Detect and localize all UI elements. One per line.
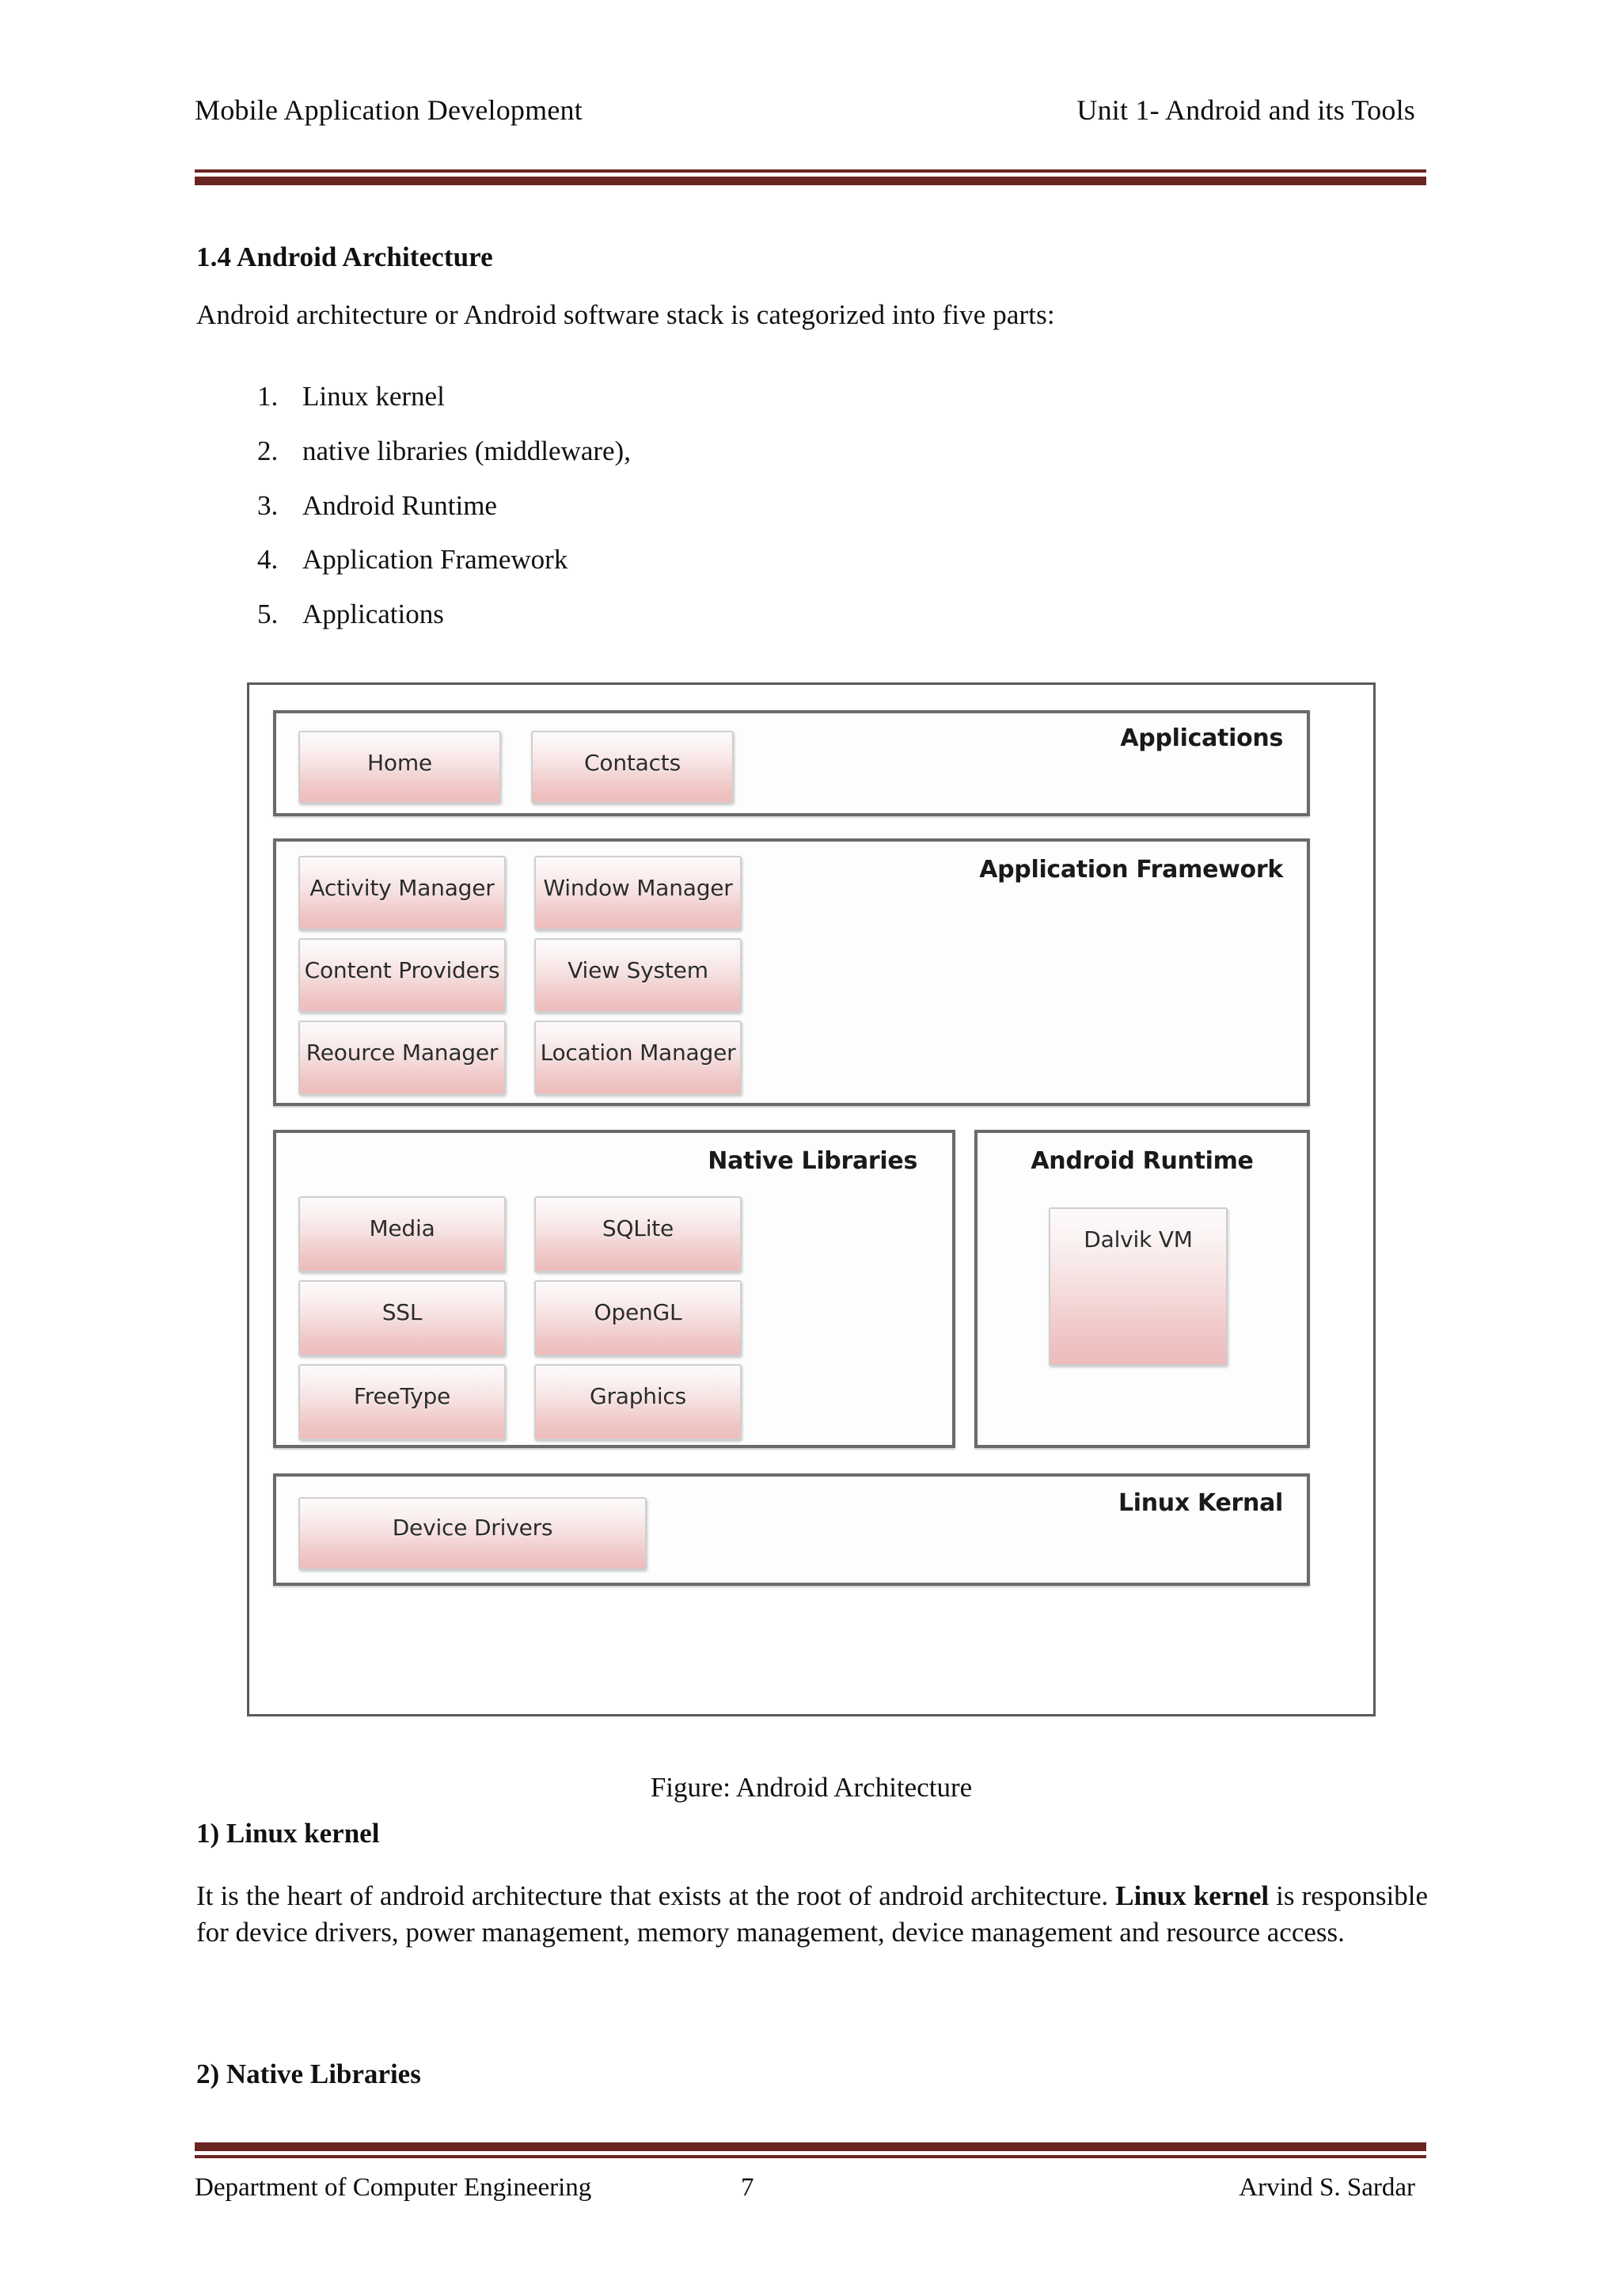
- module-label: View System: [568, 957, 708, 983]
- layer-android-runtime: Android Runtime Dalvik VM: [974, 1130, 1310, 1448]
- android-parts-list: Linux kernel native libraries (middlewar…: [237, 382, 631, 654]
- module-label: Activity Manager: [309, 875, 495, 901]
- list-item: native libraries (middleware),: [285, 435, 631, 466]
- footer-rule-thin-line: [195, 2155, 1426, 2158]
- page-title: 1.4 Android Architecture: [196, 241, 493, 272]
- module-label: Content Providers: [304, 957, 500, 983]
- footer-rule: [195, 2142, 1426, 2158]
- android-architecture-diagram: Applications Home Contacts Application F…: [247, 682, 1376, 1716]
- module-label: SQLite: [602, 1215, 674, 1241]
- intro-paragraph: Android architecture or Android software…: [196, 299, 1055, 330]
- module-view-system: View System: [534, 938, 742, 1013]
- subheading-linux-kernel: 1) Linux kernel: [196, 1818, 380, 1849]
- paragraph-text-part-1: It is the heart of android architecture …: [196, 1880, 1116, 1911]
- module-content-providers: Content Providers: [298, 938, 506, 1013]
- header-rule-thick-line: [195, 177, 1426, 185]
- page-number: 7: [741, 2173, 754, 2202]
- module-opengl: OpenGL: [534, 1280, 742, 1356]
- module-label: Reource Manager: [306, 1040, 499, 1066]
- list-item: Linux kernel: [285, 382, 631, 412]
- module-sqlite: SQLite: [534, 1196, 742, 1272]
- module-label: Home: [367, 750, 432, 776]
- layer-applications: Applications Home Contacts: [273, 710, 1310, 816]
- module-media: Media: [298, 1196, 506, 1272]
- module-window-manager: Window Manager: [534, 856, 742, 930]
- module-device-drivers: Device Drivers: [298, 1497, 647, 1570]
- module-label: Device Drivers: [392, 1515, 553, 1541]
- layer-title-linux-kernel: Linux Kernal: [1118, 1489, 1283, 1517]
- module-freetype: FreeType: [298, 1364, 506, 1440]
- module-home: Home: [298, 731, 501, 804]
- module-label: Dalvik VM: [1084, 1226, 1193, 1253]
- paragraph-bold-term: Linux kernel: [1115, 1880, 1270, 1911]
- header-rule-thin-line: [195, 169, 1426, 173]
- layer-title-applications: Applications: [1120, 724, 1283, 752]
- module-activity-manager: Activity Manager: [298, 856, 506, 930]
- paragraph-text-part-2: is responsible for device drivers, power…: [196, 1880, 1428, 1948]
- module-label: OpenGL: [594, 1299, 682, 1325]
- module-label: Media: [369, 1215, 435, 1241]
- module-label: FreeType: [353, 1383, 451, 1409]
- module-contacts: Contacts: [531, 731, 734, 804]
- list-item: Applications: [285, 599, 631, 629]
- figure-caption: Figure: Android Architecture: [650, 1772, 973, 1803]
- layer-native-libraries: Native Libraries Media SQLite SSL OpenGL…: [273, 1130, 955, 1448]
- layer-application-framework: Application Framework Activity Manager W…: [273, 838, 1310, 1106]
- running-header: Mobile Application Development Unit 1- A…: [195, 93, 1426, 127]
- module-location-manager: Location Manager: [534, 1021, 742, 1095]
- footer-author: Arvind S. Sardar: [1239, 2173, 1415, 2202]
- header-title-left: Mobile Application Development: [195, 94, 583, 126]
- module-label: SSL: [382, 1299, 423, 1325]
- module-label: Location Manager: [540, 1040, 736, 1066]
- module-graphics: Graphics: [534, 1364, 742, 1440]
- paragraph-linux-kernel: It is the heart of android architecture …: [196, 1878, 1428, 1950]
- header-rule: [195, 169, 1426, 185]
- module-label: Graphics: [589, 1383, 687, 1409]
- list-item: Application Framework: [285, 545, 631, 575]
- list-item: Android Runtime: [285, 490, 631, 521]
- running-footer: Department of Computer Engineering 7 Arv…: [195, 2173, 1426, 2213]
- layer-title-application-framework: Application Framework: [979, 856, 1283, 884]
- module-label: Window Manager: [543, 875, 733, 901]
- footer-department: Department of Computer Engineering: [195, 2173, 592, 2202]
- module-dalvik-vm: Dalvik VM: [1049, 1207, 1228, 1366]
- header-title-right: Unit 1- Android and its Tools: [1076, 94, 1415, 126]
- footer-rule-thick-line: [195, 2142, 1426, 2151]
- layer-title-android-runtime: Android Runtime: [1031, 1147, 1254, 1175]
- module-ssl: SSL: [298, 1280, 506, 1356]
- layer-linux-kernel: Linux Kernal Device Drivers: [273, 1473, 1310, 1586]
- layer-title-native-libraries: Native Libraries: [708, 1147, 917, 1175]
- module-label: Contacts: [584, 750, 681, 776]
- module-resource-manager: Reource Manager: [298, 1021, 506, 1095]
- subheading-native-libraries: 2) Native Libraries: [196, 2058, 421, 2089]
